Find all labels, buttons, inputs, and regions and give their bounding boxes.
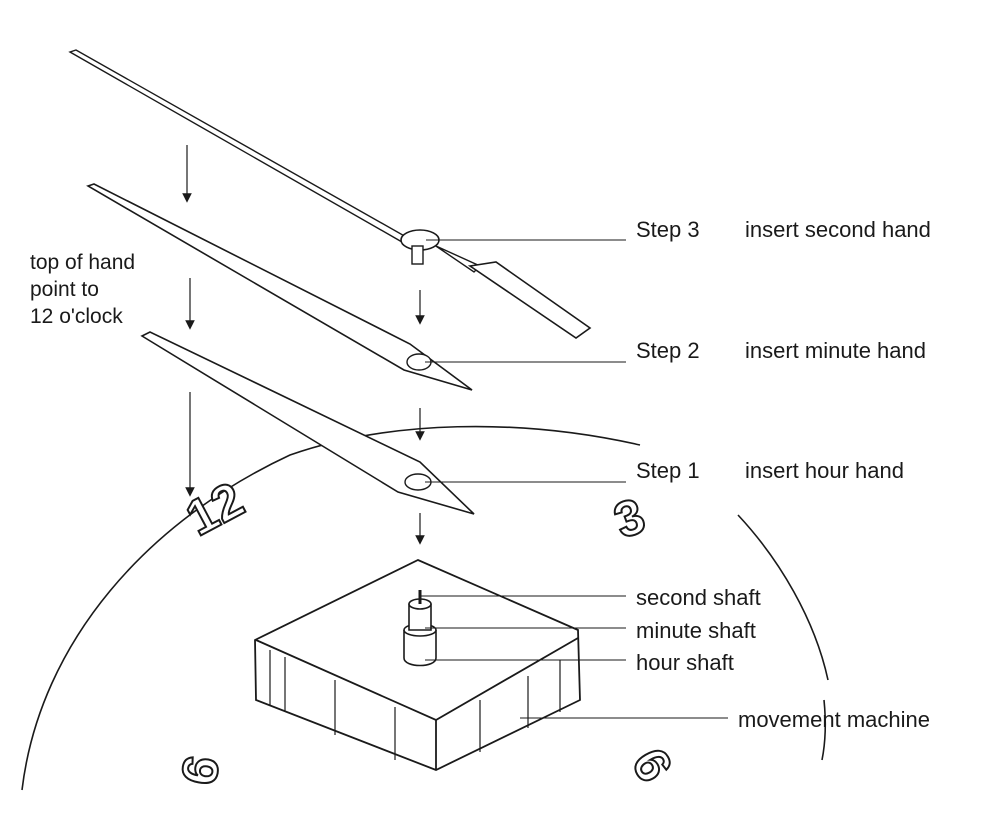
step2-label: Step 2 [636,338,700,363]
clock-face-outline [21,425,641,791]
note-line-2: point to [30,278,99,301]
hour-shaft-label: hour shaft [636,650,734,675]
note-line-3: 12 o'clock [30,305,123,328]
clock-face-outline-right-lower [821,699,827,761]
dial-number-9: 9 [170,752,230,789]
orientation-note: top of hand point to 12 o'clock [30,249,135,330]
dial-number-6: 6 [621,739,683,791]
movement-machine [254,559,581,771]
step1-label: Step 1 [636,458,700,483]
step3-label: Step 3 [636,217,700,242]
step3-action: insert second hand [745,217,931,242]
note-line-1: top of hand [30,251,136,274]
dial-number-3: 3 [607,487,652,549]
leader-lines [420,239,728,719]
minute-hand [86,183,473,391]
dial-number-12: 12 [177,471,252,547]
step1-action: insert hour hand [745,458,904,483]
assembly-arrows [182,145,425,545]
clock-face-outline-right [737,514,829,681]
second-hand [68,49,592,339]
hour-hand [140,331,475,515]
movement-machine-label: movement machine [738,707,930,732]
step2-action: insert minute hand [745,338,926,363]
minute-shaft-label: minute shaft [636,618,756,643]
hour-shaft-body [403,630,437,667]
minute-shaft-body [408,604,432,631]
second-shaft-label: second shaft [636,585,761,610]
